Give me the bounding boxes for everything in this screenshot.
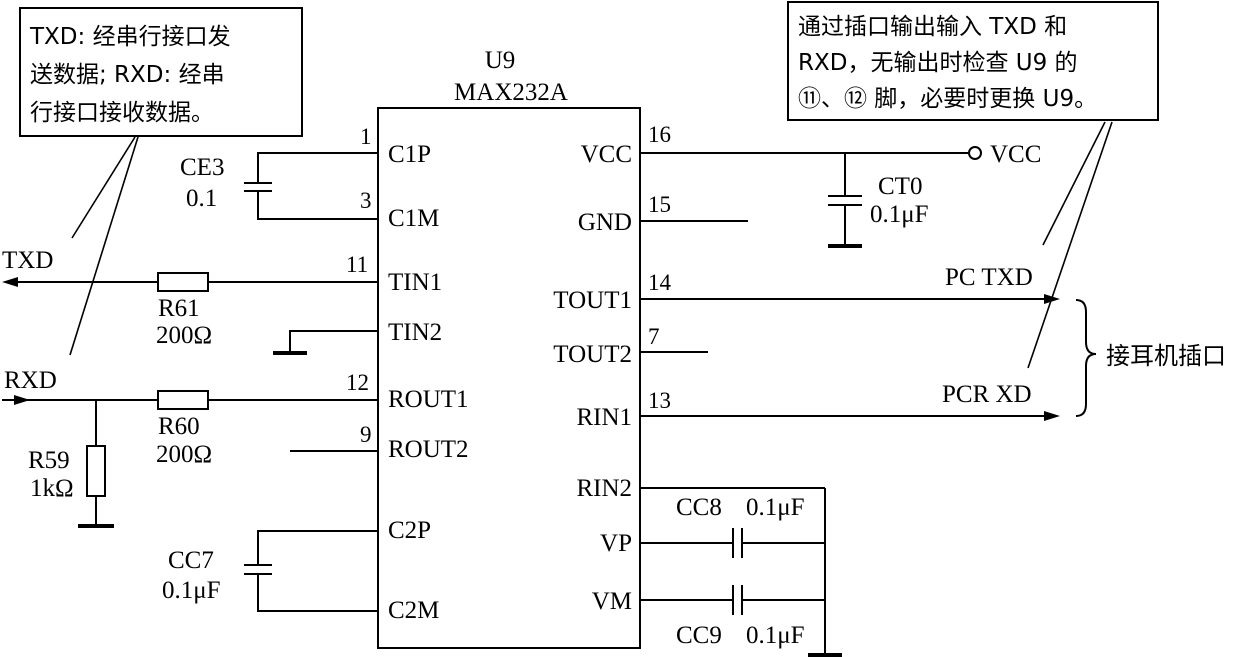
rxd-arrow (14, 395, 30, 405)
chip-part: MAX232A (454, 79, 568, 106)
ce3-value: 0.1 (186, 185, 217, 212)
txd-arrow (2, 277, 18, 287)
cc9-ref: CC9 (676, 622, 722, 649)
pin-name-rin2: RIN2 (576, 475, 632, 502)
right-note-line-3: ⑪、⑫ 脚，必要时更换 U9。 (798, 86, 1097, 112)
pin-num-1: 1 (360, 124, 372, 149)
cc8-ref: CC8 (676, 494, 722, 521)
pin-num-16: 16 (648, 122, 671, 147)
vcc-label: VCC (990, 141, 1041, 168)
rin1-line: PCR XD (640, 381, 1060, 421)
ce3-ref: CE3 (180, 154, 224, 181)
pin-num-13: 13 (648, 388, 671, 413)
capacitor-cc7: CC7 0.1μF (162, 530, 378, 612)
earphone-jack-label: 接耳机插口 (1106, 342, 1226, 370)
leader-lines (69, 121, 1113, 369)
charge-pump-caps: CC8 0.1μF CC9 0.1μF (640, 487, 842, 657)
resistor-r59 (86, 445, 106, 497)
pin-name-vcc: VCC (581, 141, 632, 168)
pin-num-7: 7 (648, 324, 660, 349)
resistor-r60 (157, 390, 209, 410)
pin-name-tin2: TIN2 (388, 319, 442, 346)
pin-name-tin1: TIN1 (388, 269, 442, 296)
tin2-ground (273, 330, 378, 355)
txd-line: TXD R61 200Ω (2, 247, 378, 349)
r59-ref: R59 (28, 447, 70, 474)
wire-c1m (257, 191, 378, 220)
r60-value: 200Ω (156, 441, 212, 468)
pin-num-9: 9 (360, 422, 372, 447)
right-note-line-1: 通过插口输出输入 TXD 和 (798, 14, 1067, 40)
pin-name-c1m: C1M (388, 205, 439, 232)
pin-num-15: 15 (648, 192, 671, 217)
leader-left-rxd (69, 136, 139, 356)
pin-name-c2p: C2P (388, 517, 431, 544)
left-note: TXD: 经串行接口发 送数据; RXD: 经串 行接口接收数据。 (19, 7, 303, 137)
rin1-arrow (1044, 411, 1060, 421)
pcr-xd-label: PCR XD (942, 381, 1032, 408)
cc7-ref: CC7 (168, 547, 214, 574)
pin-num-14: 14 (648, 270, 672, 295)
resistor-r61 (157, 272, 209, 292)
wire-tin2 (289, 330, 378, 352)
pin-name-c2m: C2M (388, 597, 439, 624)
pin-name-vm: VM (592, 588, 632, 615)
tout1-arrow (1044, 294, 1060, 304)
left-note-line-2: 送数据; RXD: 经串 (30, 62, 225, 88)
pin-name-rin1: RIN1 (576, 404, 632, 431)
r59-value: 1kΩ (30, 475, 74, 502)
earphone-jack: 接耳机插口 (1075, 299, 1226, 417)
cc9-value: 0.1μF (746, 622, 805, 649)
pin-name-rout2: ROUT2 (388, 436, 469, 463)
capacitor-ce3: CE3 0.1 (180, 152, 378, 220)
pin-num-12: 12 (346, 370, 369, 395)
ct0-value: 0.1μF (870, 201, 929, 228)
chip-ref: U9 (485, 47, 516, 74)
right-note-line-2: RXD，无输出时检查 U9 的 (798, 50, 1078, 76)
pin-name-tout2: TOUT2 (553, 341, 632, 368)
tout1-line: PC TXD (640, 264, 1060, 304)
right-note: 通过插口输出输入 TXD 和 RXD，无输出时检查 U9 的 ⑪、⑫ 脚，必要时… (787, 1, 1159, 121)
pin-num-3: 3 (360, 188, 372, 213)
wire-c2p (257, 530, 378, 565)
rxd-line: RXD R60 200Ω R59 1kΩ (2, 367, 378, 528)
left-note-line-3: 行接口接收数据。 (30, 100, 214, 126)
leader-left-txd (71, 136, 136, 239)
wire-c2m (257, 574, 378, 612)
r61-ref: R61 (158, 295, 200, 322)
left-note-box (19, 7, 303, 137)
vcc-net: VCC CT0 0.1μF (640, 141, 1041, 248)
jack-brace (1075, 299, 1097, 417)
chip-u9: U9 MAX232A C1P C1M TIN1 TIN2 ROUT1 ROUT2… (346, 47, 672, 649)
cc8-value: 0.1μF (746, 494, 805, 521)
pin-num-11: 11 (346, 252, 368, 277)
ct0-ref: CT0 (878, 173, 922, 200)
pin-name-c1p: C1P (388, 141, 431, 168)
leader-right-2 (1027, 121, 1113, 369)
left-note-line-1: TXD: 经串行接口发 (29, 24, 231, 50)
pc-txd-label: PC TXD (945, 264, 1033, 291)
leader-right-1 (1042, 121, 1106, 246)
cc7-value: 0.1μF (162, 577, 221, 604)
vcc-terminal (968, 146, 982, 160)
r61-value: 200Ω (156, 322, 212, 349)
wire-c1p (257, 152, 378, 183)
pin-name-tout1: TOUT1 (553, 287, 632, 314)
pin-name-rout1: ROUT1 (388, 386, 469, 413)
right-note-box (787, 1, 1159, 121)
chip-body (377, 107, 641, 649)
r60-ref: R60 (158, 413, 200, 440)
pin-name-vp: VP (600, 530, 632, 557)
rxd-label: RXD (4, 367, 57, 394)
pin-name-gnd: GND (578, 209, 632, 236)
txd-label: TXD (2, 247, 53, 274)
